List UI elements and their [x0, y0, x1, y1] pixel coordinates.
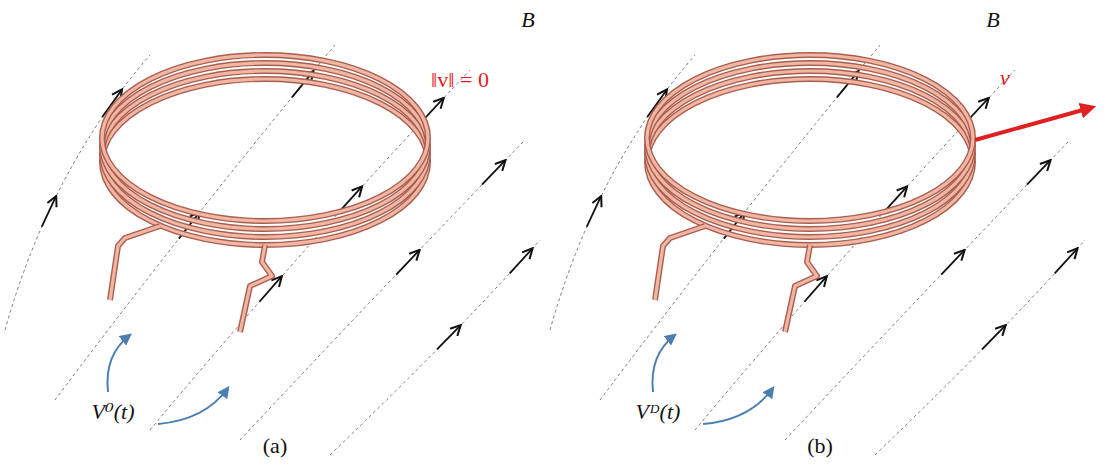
field-label: B: [521, 8, 534, 32]
field-arrow: [982, 325, 1006, 349]
coil-lead: [110, 226, 160, 300]
panel-label: (b): [807, 434, 833, 458]
field-line: [240, 140, 525, 440]
terminal-pointer: [107, 335, 130, 392]
coil-lead: [655, 226, 705, 300]
coil-windings: [102, 55, 428, 245]
terminal-pointer: [652, 335, 675, 392]
panel-label: (a): [263, 434, 287, 458]
field-arrow: [42, 196, 56, 227]
coil-lead: [785, 245, 817, 332]
voltage-label: V⁰(t): [91, 400, 134, 424]
field-arrow: [587, 196, 601, 227]
field-line: [785, 140, 1070, 440]
coil-lead: [785, 245, 817, 332]
field-arrow: [1027, 160, 1051, 185]
panel-b: [550, 45, 1085, 455]
field-label: B: [986, 8, 999, 32]
field-arrow: [482, 160, 506, 185]
terminal-pointer: [158, 388, 228, 424]
field-arrow: [941, 250, 964, 275]
speed-label: ‖v‖ = 0: [431, 68, 489, 92]
coil-lead: [240, 245, 272, 332]
field-arrow: [1055, 248, 1078, 273]
coil-lead: [240, 245, 272, 332]
field-line: [330, 240, 540, 455]
voltage-label: Vᴰ(t): [636, 400, 681, 424]
velocity-label: v: [1000, 66, 1010, 90]
coil-windings: [647, 55, 973, 245]
field-line: [875, 240, 1085, 455]
field-arrow: [437, 325, 461, 349]
velocity-arrow: [975, 108, 1090, 140]
terminal-pointer: [703, 388, 773, 424]
coil-lead: [655, 226, 705, 300]
field-arrow: [396, 250, 419, 275]
field-arrow: [510, 248, 533, 273]
coil-lead: [110, 226, 160, 300]
panel-a: [5, 45, 540, 455]
